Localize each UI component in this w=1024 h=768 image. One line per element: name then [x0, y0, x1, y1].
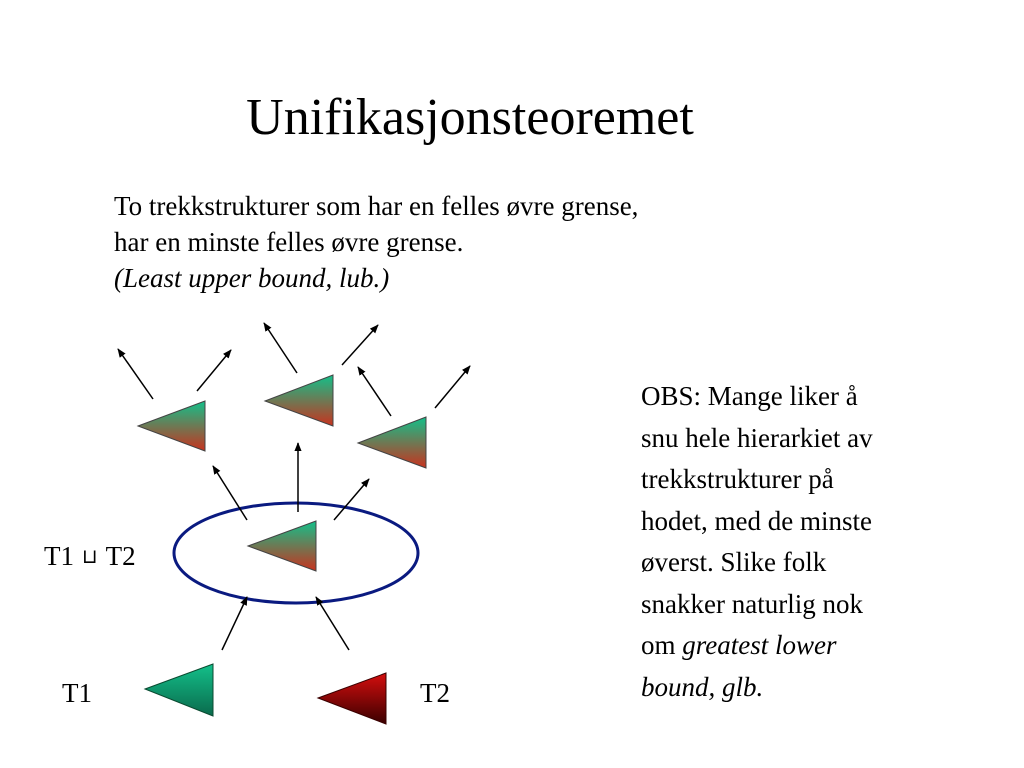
arrow-lub-to-right — [333, 478, 370, 521]
join-symbol: ⊔ — [82, 544, 98, 568]
label-t1: T1 — [62, 678, 92, 708]
arrow-left-up-2 — [196, 349, 232, 392]
obs-note: OBS: Mange liker å snu hele hierarkiet a… — [641, 376, 951, 708]
arrow-right-up-2 — [434, 365, 471, 409]
label-join: T1 ⊔ T2 — [44, 540, 136, 572]
obs-line-7-italic: greatest lower — [682, 630, 837, 660]
obs-line-1: OBS: Mange liker å — [641, 381, 858, 411]
lub-ellipse — [172, 501, 420, 605]
obs-line-2: snu hele hierarkiet av — [641, 422, 873, 453]
arrow-middle-up-2 — [341, 324, 379, 366]
upper-bound-triangle-left — [136, 400, 206, 452]
t2-triangle — [316, 672, 387, 725]
obs-line-3: trekkstrukturer på — [641, 464, 834, 494]
obs-line-6: snakker naturlig nok — [641, 588, 863, 619]
intro-line-2: har en minste felles øvre grense. — [114, 227, 464, 257]
arrow-left-up-1 — [117, 348, 154, 400]
obs-line-7-prefix: om — [641, 630, 683, 660]
intro-line-italic: (Least upper bound, lub.) — [114, 263, 390, 293]
upper-bound-triangle-middle — [263, 374, 334, 427]
label-join-t1: T1 — [44, 541, 74, 571]
obs-line-8-italic: bound, glb. — [641, 671, 764, 702]
label-t2: T2 — [420, 678, 450, 708]
slide-title: Unifikasjonsteoremet — [246, 89, 694, 146]
arrow-right-up-1 — [357, 366, 392, 417]
t1-triangle — [143, 663, 214, 717]
lub-triangle — [246, 520, 317, 572]
intro-line-1: To trekkstrukturer som har en felles øvr… — [114, 191, 639, 221]
obs-line-7: om greatest lower — [641, 625, 951, 667]
arrow-lub-to-left — [212, 465, 248, 521]
obs-line-5: øverst. Slike folk — [641, 547, 827, 577]
arrow-middle-up-1 — [263, 322, 298, 374]
label-join-t2: T2 — [105, 541, 136, 571]
arrow-t2-to-lub — [315, 596, 350, 651]
intro-text: To trekkstrukturer som har en felles øvr… — [114, 188, 814, 296]
obs-line-4: hodet, med de minste — [641, 505, 872, 536]
obs-line-8: bound, glb. — [641, 667, 951, 709]
arrow-t1-to-lub — [221, 596, 248, 651]
upper-bound-triangle-right — [356, 416, 427, 469]
